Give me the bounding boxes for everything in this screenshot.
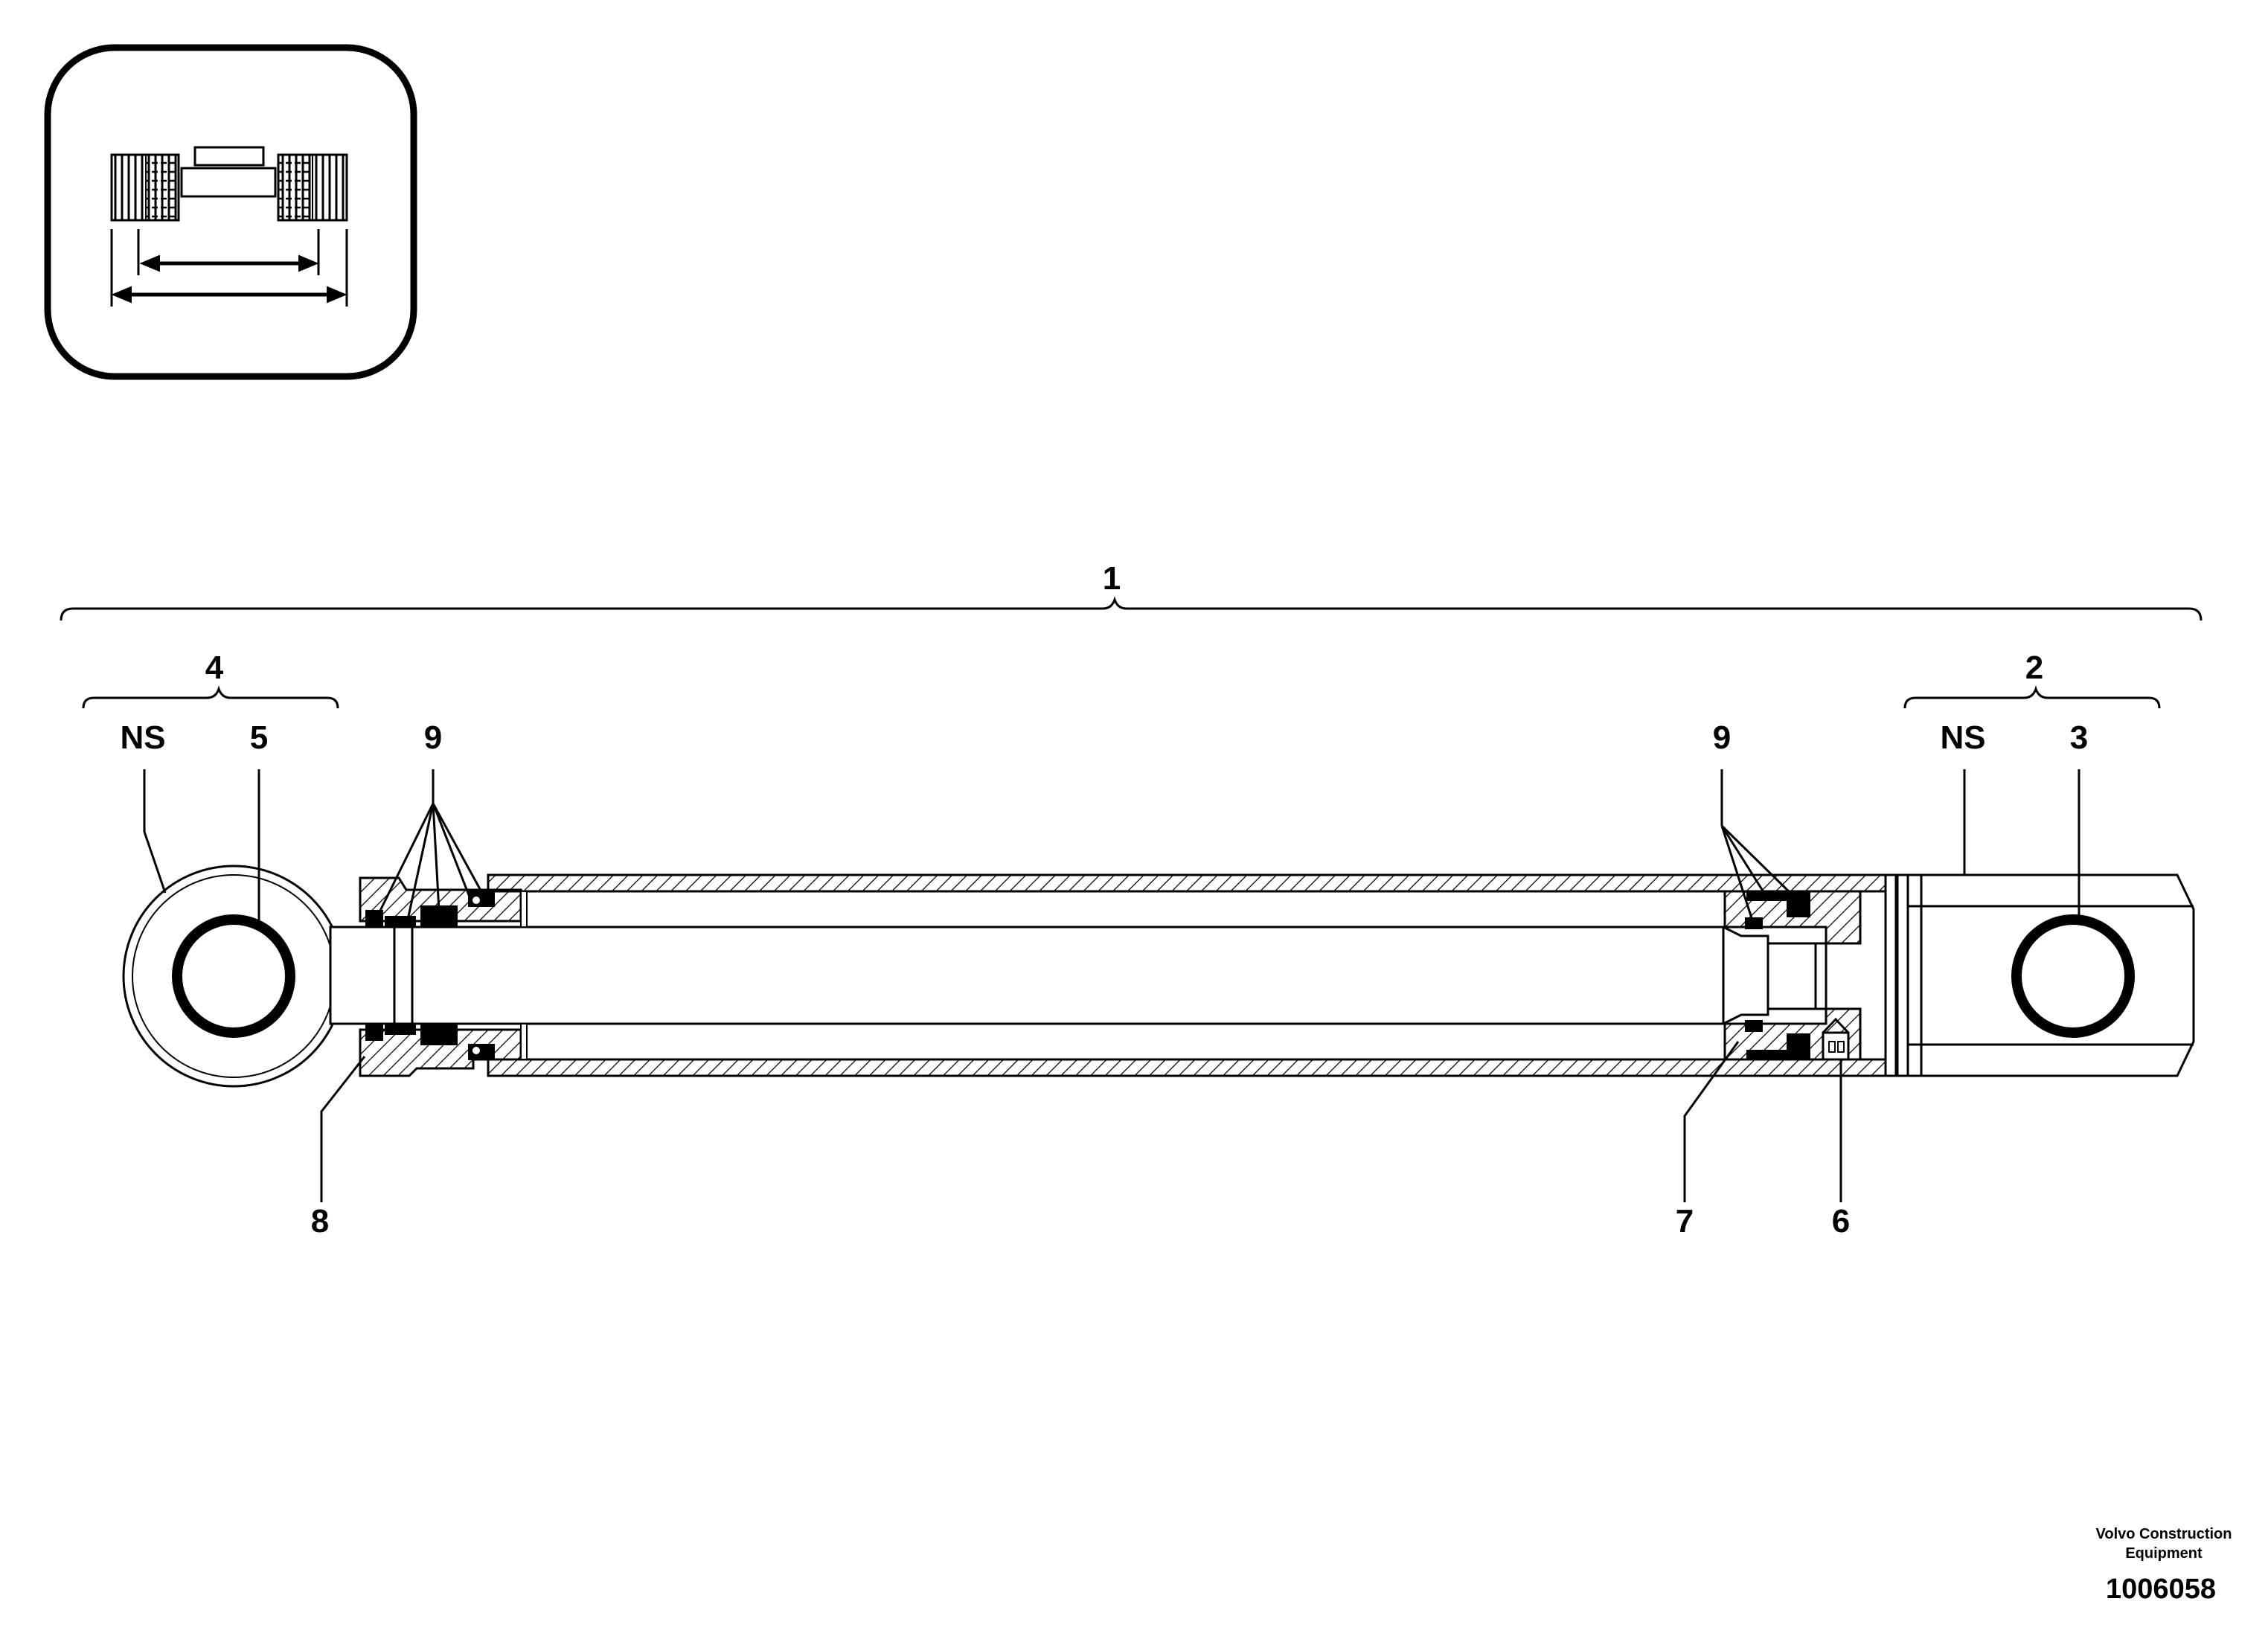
inset-frame xyxy=(44,44,417,380)
callout-2: 2 xyxy=(2025,650,2043,686)
callout-4: 4 xyxy=(205,650,224,686)
piston-rod xyxy=(329,926,1769,1025)
callout-5: 5 xyxy=(250,719,268,756)
piston-seals xyxy=(1745,891,1810,1060)
inset-rod-top xyxy=(193,146,265,167)
cylinder-eye-bushing xyxy=(2011,914,2135,1038)
inset-right-end-dash xyxy=(278,154,313,221)
inset-rod xyxy=(180,167,277,198)
cylinder-end-brace xyxy=(1903,685,2161,709)
inset-left-end-dash xyxy=(145,154,179,221)
rod-threaded-end xyxy=(1766,942,1827,1010)
callout-6: 6 xyxy=(1832,1203,1850,1239)
brand-line-2: Equipment xyxy=(2125,1545,2203,1562)
callout-3: 3 xyxy=(2070,719,2088,756)
tube-end-cap xyxy=(1884,873,1909,1077)
assembly-brace xyxy=(60,596,2203,621)
callout-7: 7 xyxy=(1676,1203,1694,1239)
cylinder-tube xyxy=(487,873,1893,1077)
cylinder-length-measure-icon xyxy=(44,44,417,380)
cylinder-head xyxy=(359,876,528,1077)
leader-lines xyxy=(143,769,2080,1202)
callout-ns-right: NS xyxy=(1940,719,1985,756)
rod-end-brace xyxy=(82,685,339,709)
lock-screw xyxy=(1822,1017,1850,1061)
rod-eye-bushing xyxy=(172,914,295,1038)
document-number: 1006058 xyxy=(2106,1574,2216,1605)
callout-ns-left: NS xyxy=(120,719,165,756)
callout-1: 1 xyxy=(1103,560,1121,597)
brand-line-1: Volvo Construction xyxy=(2096,1526,2232,1542)
callout-9-right: 9 xyxy=(1713,719,1731,756)
callout-8: 8 xyxy=(311,1203,329,1239)
callout-9-left: 9 xyxy=(424,719,442,756)
